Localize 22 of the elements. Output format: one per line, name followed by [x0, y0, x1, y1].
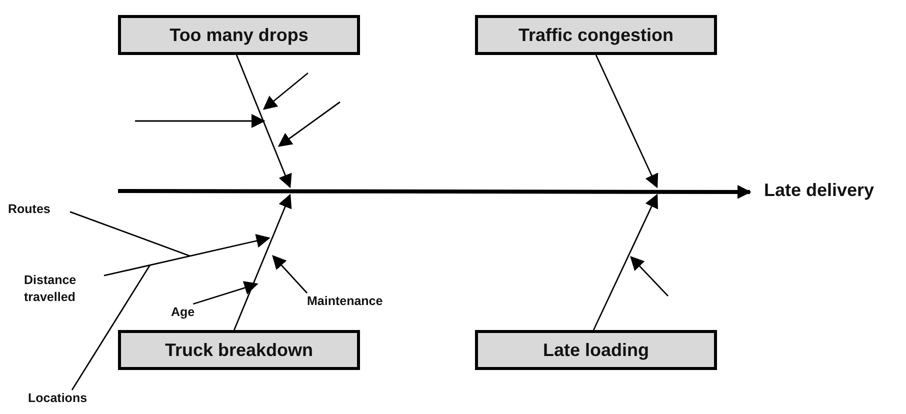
- bone-arrow: [236, 54, 292, 188]
- sub-cause-label: Age: [171, 304, 205, 322]
- cause-label: Too many drops: [170, 24, 308, 46]
- sub-cause-label: Distance travelled: [24, 272, 104, 308]
- cause-label: Late loading: [542, 340, 649, 360]
- bone-arrow: [595, 54, 658, 188]
- cause-box: [118, 330, 360, 370]
- cause-box: [475, 15, 717, 55]
- cause-label: Traffic congestion: [518, 24, 674, 46]
- branch-arrow: [104, 234, 270, 276]
- bone-arrow: [592, 194, 658, 330]
- sub-cause-label: Maintenance: [307, 293, 407, 311]
- sub-cause-label: Locations: [28, 390, 108, 408]
- cause-box: [118, 15, 360, 55]
- cause-label: Truck breakdown: [164, 340, 314, 360]
- branch-arrow: [192, 281, 258, 305]
- spine-arrow: [118, 184, 752, 199]
- bone-arrow: [234, 194, 292, 330]
- sub-cause-label: Routes: [8, 201, 70, 219]
- branch-arrow: [272, 254, 308, 294]
- effect-label: Late delivery: [764, 180, 904, 204]
- cause-box: [475, 330, 717, 370]
